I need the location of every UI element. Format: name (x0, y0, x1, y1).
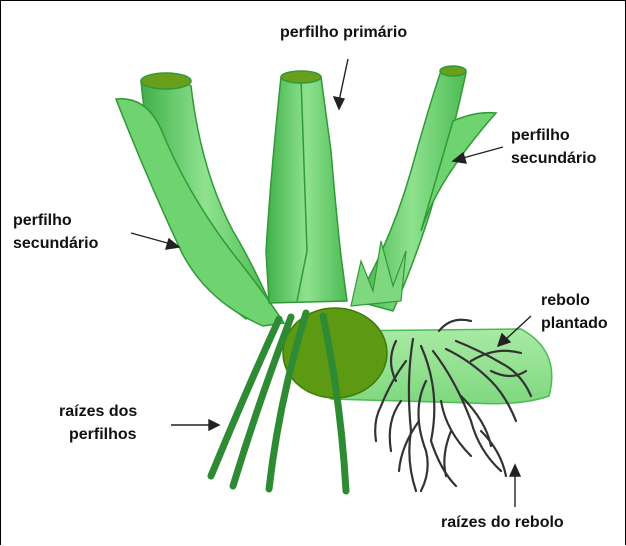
right-secondary-tiller (356, 67, 466, 311)
primary-tiller (266, 75, 347, 304)
label-secondary-tiller-right-2: secundário (511, 149, 596, 169)
left-leaf-sheath (116, 99, 284, 326)
label-tiller-roots-1: raízes dos (59, 402, 137, 422)
label-planted-sett-1: rebolo (541, 291, 590, 311)
label-tiller-roots-2: perfilhos (69, 425, 137, 445)
label-planted-sett-2: plantado (541, 314, 608, 334)
primary-tiller-top (281, 71, 321, 83)
left-tiller-top (141, 73, 191, 89)
label-primary-tiller: perfilho primário (280, 23, 407, 43)
label-secondary-tiller-left-1: perfilho (13, 211, 72, 231)
label-secondary-tiller-left-2: secundário (13, 234, 98, 254)
label-secondary-tiller-right-1: perfilho (511, 126, 570, 146)
tiller-roots (211, 313, 346, 491)
label-sett-roots: raízes do rebolo (441, 513, 564, 533)
right-tiller-top (440, 66, 466, 76)
